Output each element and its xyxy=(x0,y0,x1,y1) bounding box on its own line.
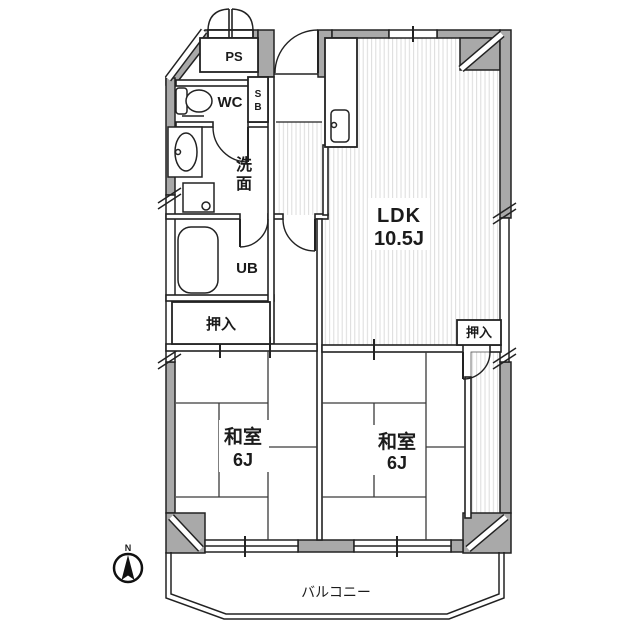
toilet-icon xyxy=(175,87,213,117)
washroom-label-char1: 洗 xyxy=(236,155,252,174)
wall-fusuma-right xyxy=(321,344,464,353)
ldk-label: LDK xyxy=(377,205,421,227)
washroom-label-char2: 面 xyxy=(236,175,252,193)
entrance-door xyxy=(274,29,319,74)
ps-double-doors xyxy=(207,8,254,38)
bathtub-icon xyxy=(177,226,219,294)
unit-bath-door xyxy=(239,218,269,248)
washitsu-right-label: 和室 xyxy=(378,430,416,453)
doors xyxy=(207,8,491,380)
wall-hall-ldk xyxy=(322,144,329,216)
closet-left-box xyxy=(171,301,271,345)
wall-washroom-bottom xyxy=(165,213,241,220)
washer-space-icon xyxy=(182,182,215,213)
balcony-label: バルコニー xyxy=(301,584,371,600)
fixtures xyxy=(167,87,350,294)
wall-left-lower xyxy=(165,361,176,514)
wall-bottom-right-stub xyxy=(450,539,464,553)
wall-ub-bottom xyxy=(165,294,275,302)
interior-walls xyxy=(165,76,502,541)
wall-entrance-left xyxy=(257,29,275,78)
boxes xyxy=(171,29,502,346)
wall-right-lower xyxy=(499,361,512,514)
washroom-door xyxy=(212,126,249,163)
closet-right-label: 押入 xyxy=(466,325,492,340)
ps-door-opening xyxy=(207,29,254,39)
kitchen-sink-icon xyxy=(330,109,350,143)
kitchen-counter xyxy=(324,37,358,148)
wall-engawa xyxy=(464,376,472,519)
pipe-space-box xyxy=(199,37,259,73)
wall-top-a xyxy=(331,29,390,39)
north-arrow-icon xyxy=(121,555,135,580)
window-marks xyxy=(157,26,517,557)
wall-bottom-middle xyxy=(297,539,355,553)
balcony-outline xyxy=(165,552,505,620)
wc-label: WC xyxy=(218,94,243,111)
shoe-box xyxy=(247,76,269,123)
compass-n-label: N xyxy=(125,543,132,553)
wall-top-b xyxy=(436,29,501,39)
hall-floor xyxy=(276,122,322,215)
ldk-size-label: 10.5J xyxy=(374,228,424,250)
washitsu-right-size-label: 6J xyxy=(387,453,407,473)
ps-label: PS xyxy=(225,49,243,64)
wall-fusuma-stub xyxy=(489,344,502,353)
unit-bath-label: UB xyxy=(236,260,258,277)
engawa-door xyxy=(462,351,491,380)
closet-right-box xyxy=(456,319,502,346)
room-labels: LDK 10.5J 和室 6J 和室 6J 押入 押入 洗 面 UB WC PS… xyxy=(206,49,492,600)
corner-diagonal-walls xyxy=(164,28,509,553)
wall-fusuma-left xyxy=(165,343,318,352)
shoebox-label-b: B xyxy=(254,102,261,113)
washitsu-left-size-label: 6J xyxy=(233,450,253,470)
shoebox-label-s: S xyxy=(255,89,262,100)
wall-right-upper xyxy=(499,29,512,219)
north-compass: N xyxy=(112,543,144,584)
label-backings xyxy=(219,198,430,475)
corridor-door xyxy=(282,218,316,252)
washbasin-icon xyxy=(167,126,203,178)
closet-left-label: 押入 xyxy=(206,315,236,333)
wall-room-divider xyxy=(316,218,323,541)
washitsu-left-label: 和室 xyxy=(224,425,262,448)
